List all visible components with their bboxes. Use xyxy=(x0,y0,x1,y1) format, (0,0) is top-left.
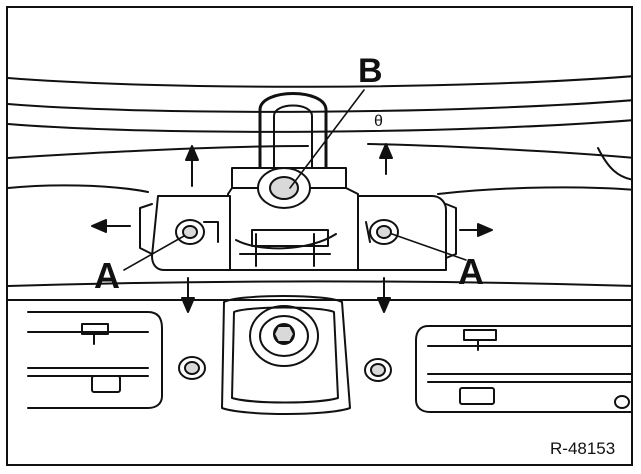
callout-a-right: A xyxy=(458,251,484,292)
leader-lines xyxy=(123,89,467,271)
striker-loop xyxy=(258,92,328,176)
tailgate-lock-diagram: A A B θ R-48153 xyxy=(8,52,631,458)
arrow-right xyxy=(459,223,493,237)
lower-left-recess xyxy=(27,311,163,409)
theta-label: θ xyxy=(374,113,383,130)
center-recess xyxy=(221,295,351,415)
lower-bolts xyxy=(178,356,630,409)
arrow-down-right xyxy=(377,277,391,313)
arrow-up-right xyxy=(379,143,393,175)
callout-b: B xyxy=(358,52,383,90)
diagram-frame: A A B θ R-48153 xyxy=(6,6,633,466)
right-bracket xyxy=(357,195,457,271)
arrow-up-left xyxy=(185,145,199,187)
arrow-left xyxy=(91,219,131,233)
lower-right-recess xyxy=(415,325,631,413)
left-bracket xyxy=(139,195,231,271)
reference-code: R-48153 xyxy=(550,439,615,458)
callout-a-left: A xyxy=(94,255,120,296)
direction-arrows xyxy=(91,143,493,313)
arrow-down-left xyxy=(181,277,195,313)
